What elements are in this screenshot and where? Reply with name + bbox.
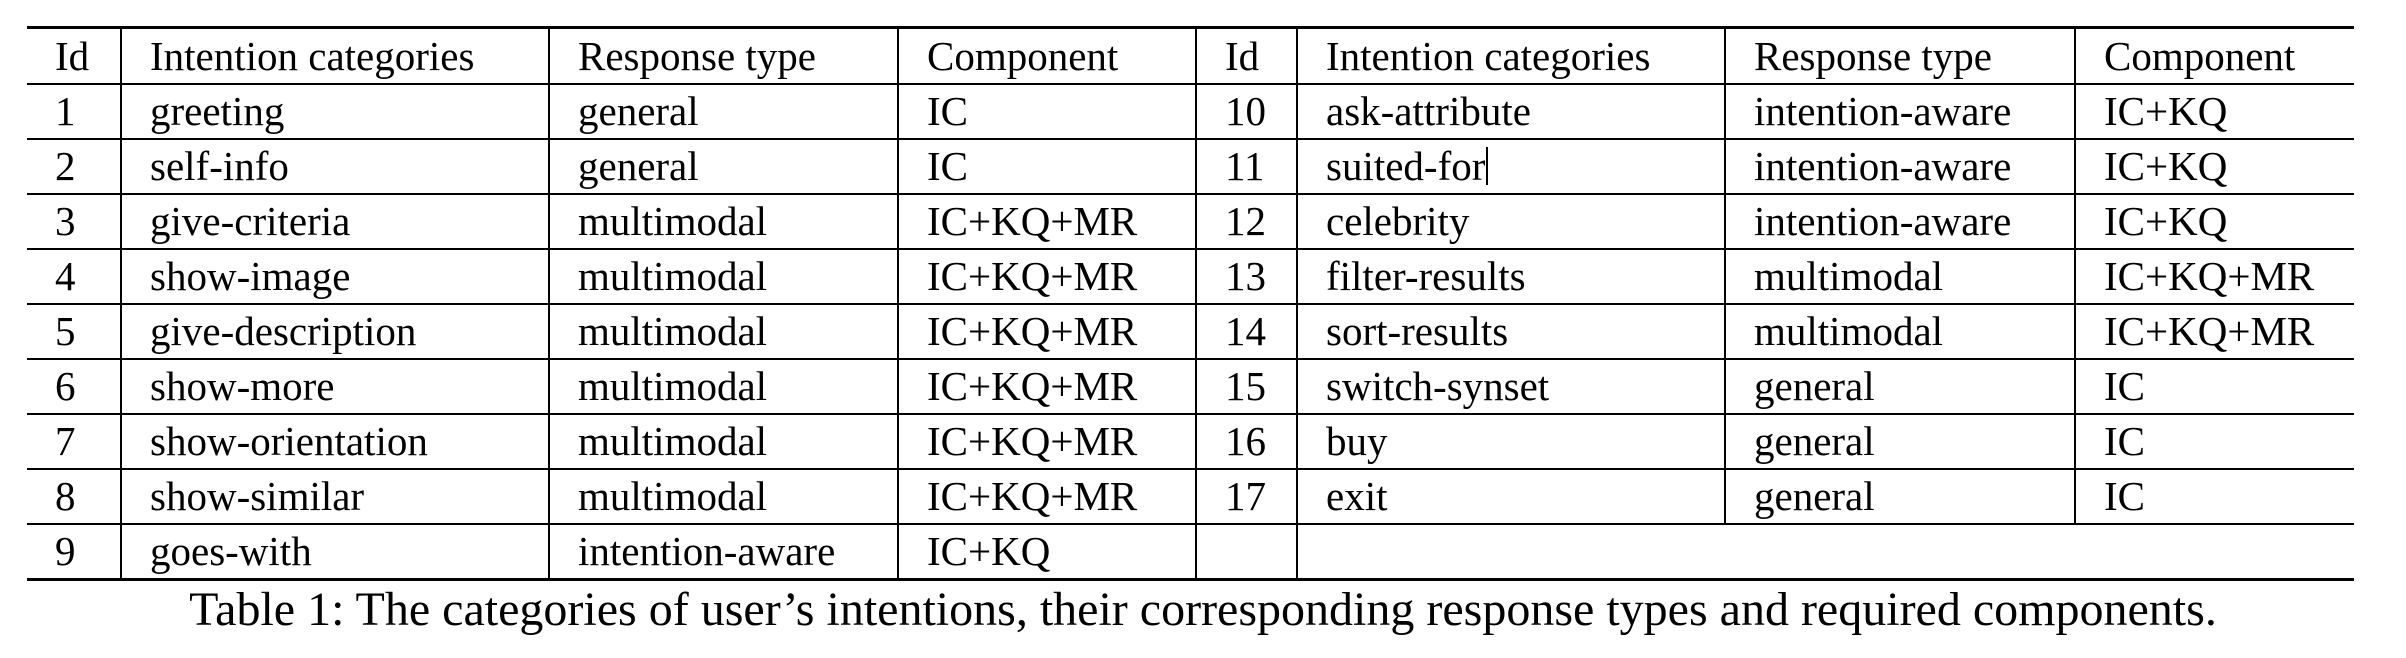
table-caption: Table 1: The categories of user’s intent…: [189, 583, 2217, 636]
cell-component: IC: [897, 84, 1197, 140]
cell-component: IC: [897, 139, 1197, 195]
cell-response-type: general: [1724, 359, 2076, 415]
cell-intention: show-image: [120, 249, 550, 305]
table-header-row: Id Intention categories Response type Co…: [27, 26, 2354, 85]
header-component-left: Component: [897, 26, 1197, 85]
cell-intention: suited-for: [1326, 143, 1486, 189]
cell-response-type: intention-aware: [548, 524, 899, 581]
cell-intention: ask-attribute: [1296, 84, 1726, 140]
cell-intention: celebrity: [1296, 194, 1726, 250]
header-id-right: Id: [1195, 26, 1298, 85]
cell-response-type: general: [548, 84, 899, 140]
cell-response-type: intention-aware: [1724, 194, 2076, 250]
header-component-right: Component: [2074, 26, 2354, 85]
cell-component: IC: [2074, 469, 2354, 525]
cell-component: IC+KQ: [2074, 194, 2354, 250]
cell-response-type: general: [1724, 469, 2076, 525]
table-row: 1 greeting general IC 10 ask-attribute i…: [27, 84, 2354, 140]
intention-table: Id Intention categories Response type Co…: [27, 26, 2354, 581]
cell-component: IC+KQ+MR: [897, 414, 1197, 470]
cell-component: IC: [2074, 359, 2354, 415]
cell-intention: filter-results: [1296, 249, 1726, 305]
cell-intention: exit: [1296, 469, 1726, 525]
cell-intention-with-cursor: suited-for: [1296, 139, 1726, 195]
cell-response-type: general: [548, 139, 899, 195]
cell-response-type: general: [1724, 414, 2076, 470]
table-row: 7 show-orientation multimodal IC+KQ+MR 1…: [27, 414, 2354, 470]
cell-component: IC+KQ+MR: [2074, 304, 2354, 360]
cell-id: 4: [27, 249, 122, 305]
cell-component: IC+KQ+MR: [897, 249, 1197, 305]
cell-response-type: intention-aware: [1724, 139, 2076, 195]
cell-component: IC+KQ+MR: [2074, 249, 2354, 305]
cell-id: 14: [1195, 304, 1298, 360]
cell-id: 13: [1195, 249, 1298, 305]
cell-id: 7: [27, 414, 122, 470]
cell-component: IC+KQ: [2074, 139, 2354, 195]
cell-intention: give-criteria: [120, 194, 550, 250]
text-cursor: [1486, 147, 1489, 185]
cell-id: 2: [27, 139, 122, 195]
cell-id: 9: [27, 524, 122, 581]
cell-component: IC+KQ: [897, 524, 1197, 581]
cell-intention: show-similar: [120, 469, 550, 525]
cell-component: IC+KQ+MR: [897, 359, 1197, 415]
cell-id: 10: [1195, 84, 1298, 140]
table-row: 3 give-criteria multimodal IC+KQ+MR 12 c…: [27, 194, 2354, 250]
cell-id: 3: [27, 194, 122, 250]
cell-component: IC+KQ+MR: [897, 194, 1197, 250]
cell-intention: give-description: [120, 304, 550, 360]
cell-intention: switch-synset: [1296, 359, 1726, 415]
cell-intention: show-more: [120, 359, 550, 415]
table-row: 6 show-more multimodal IC+KQ+MR 15 switc…: [27, 359, 2354, 415]
cell-component: IC: [2074, 414, 2354, 470]
cell-id: 11: [1195, 139, 1298, 195]
cell-response-type: multimodal: [1724, 304, 2076, 360]
table-row: 2 self-info general IC 11 suited-for int…: [27, 139, 2354, 195]
cell-intention: buy: [1296, 414, 1726, 470]
header-intention-right: Intention categories: [1296, 26, 1726, 85]
cell-id: 16: [1195, 414, 1298, 470]
cell-id: 12: [1195, 194, 1298, 250]
cell-component: IC+KQ: [2074, 84, 2354, 140]
cell-response-type: multimodal: [1724, 249, 2076, 305]
cell-response-type: multimodal: [548, 194, 899, 250]
cell-intention: goes-with: [120, 524, 550, 581]
cell-component: IC+KQ+MR: [897, 304, 1197, 360]
cell-response-type: multimodal: [548, 469, 899, 525]
table-row: 4 show-image multimodal IC+KQ+MR 13 filt…: [27, 249, 2354, 305]
cell-intention: greeting: [120, 84, 550, 140]
cell-id: 6: [27, 359, 122, 415]
table-row: 9 goes-with intention-aware IC+KQ: [27, 524, 2354, 581]
cell-response-type: multimodal: [548, 249, 899, 305]
table-row: 8 show-similar multimodal IC+KQ+MR 17 ex…: [27, 469, 2354, 525]
header-intention-left: Intention categories: [120, 26, 550, 85]
header-response-left: Response type: [548, 26, 899, 85]
cell-intention: show-orientation: [120, 414, 550, 470]
cell-id: 8: [27, 469, 122, 525]
empty-cell: [1296, 524, 2354, 581]
cell-id-empty: [1195, 524, 1298, 581]
cell-intention: self-info: [120, 139, 550, 195]
header-id-left: Id: [27, 26, 122, 85]
cell-id: 5: [27, 304, 122, 360]
cell-response-type: multimodal: [548, 414, 899, 470]
cell-response-type: intention-aware: [1724, 84, 2076, 140]
cell-id: 15: [1195, 359, 1298, 415]
header-response-right: Response type: [1724, 26, 2076, 85]
cell-response-type: multimodal: [548, 359, 899, 415]
cell-id: 1: [27, 84, 122, 140]
cell-intention: sort-results: [1296, 304, 1726, 360]
table-row: 5 give-description multimodal IC+KQ+MR 1…: [27, 304, 2354, 360]
cell-component: IC+KQ+MR: [897, 469, 1197, 525]
cell-id: 17: [1195, 469, 1298, 525]
cell-response-type: multimodal: [548, 304, 899, 360]
